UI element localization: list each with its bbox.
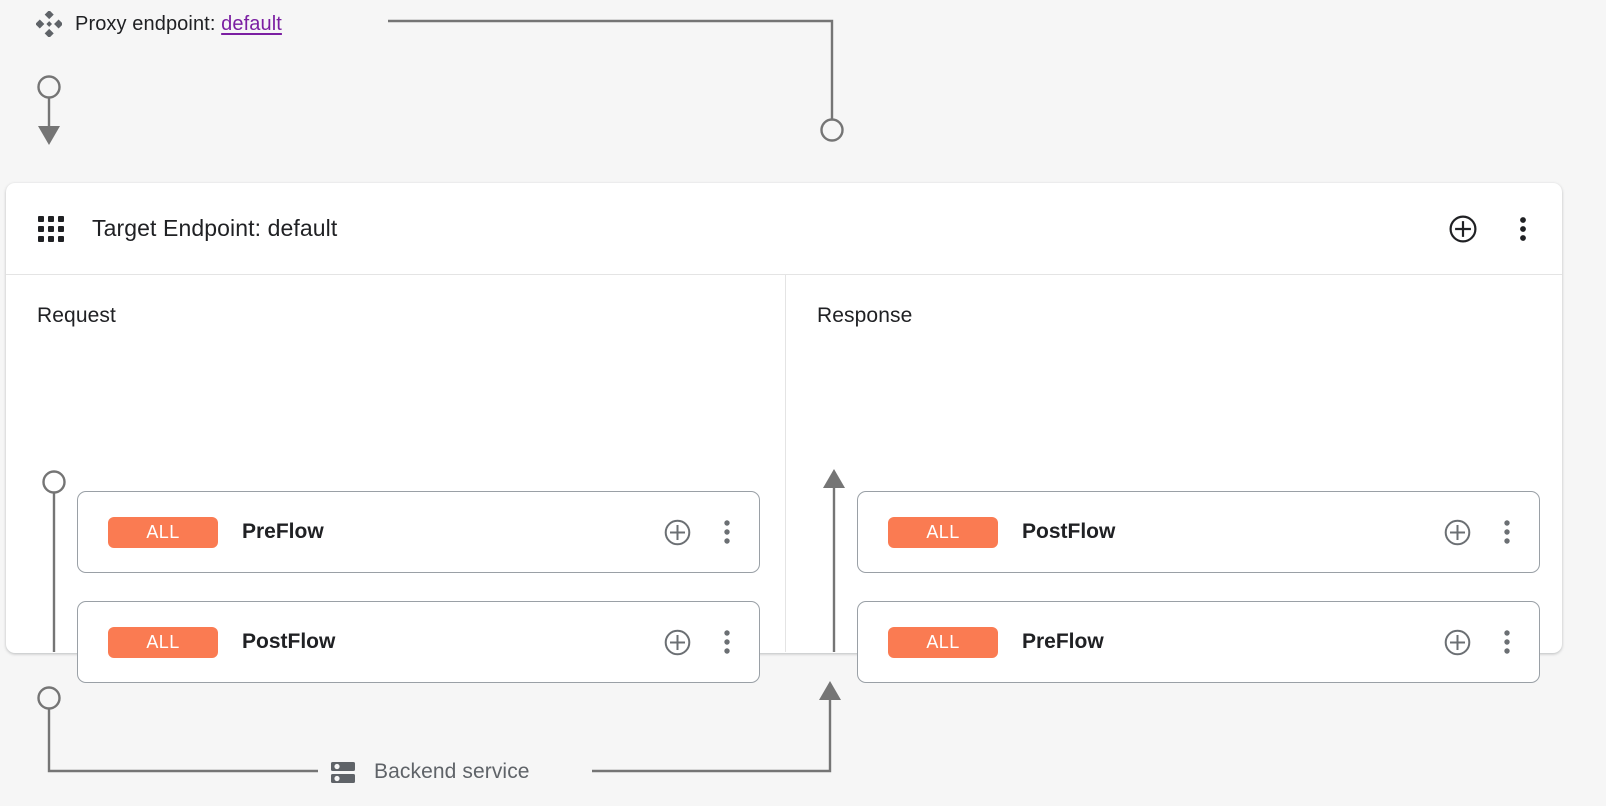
request-column-label: Request [37, 304, 116, 327]
flow-name: PostFlow [1022, 520, 1116, 543]
status-badge: ALL [108, 626, 218, 658]
proxy-endpoint-label: Proxy endpoint: [75, 12, 216, 35]
flow-more-options-icon[interactable] [717, 518, 737, 546]
response-column-label: Response [817, 304, 913, 327]
flow-more-options-icon[interactable] [717, 628, 737, 656]
flow-card[interactable]: ALL PostFlow [77, 601, 760, 683]
add-step-icon[interactable] [663, 628, 692, 657]
target-endpoint-header-actions [1448, 214, 1534, 244]
add-step-icon[interactable] [1443, 628, 1472, 657]
proxy-endpoint-icon [35, 10, 64, 38]
flow-card-actions [1443, 518, 1517, 547]
response-flow-list: ALL PostFlow [857, 491, 1540, 683]
status-badge: ALL [888, 626, 998, 658]
flow-card[interactable]: ALL PreFlow [77, 491, 760, 573]
status-badge: ALL [888, 516, 998, 548]
flow-more-options-icon[interactable] [1497, 628, 1517, 656]
flow-card[interactable]: ALL PostFlow [857, 491, 1540, 573]
add-step-icon[interactable] [1443, 518, 1472, 547]
response-flow-arrow [823, 469, 845, 652]
page-title: Target Endpoint: default [92, 215, 338, 241]
proxy-endpoint-link[interactable]: default [221, 12, 282, 35]
proxy-endpoint-header: Proxy endpoint: default [35, 8, 282, 40]
target-endpoint-header: Target Endpoint: default [6, 183, 1562, 275]
flow-name: PreFlow [242, 520, 324, 543]
flow-card-actions [663, 518, 737, 547]
apps-grid-icon [37, 215, 65, 243]
target-endpoint-panel: Target Endpoint: default [6, 183, 1562, 683]
add-icon[interactable] [1448, 214, 1478, 244]
more-options-icon[interactable] [1512, 214, 1534, 244]
request-flow-arrow [42, 470, 66, 652]
flow-card-actions [663, 628, 737, 657]
proxy-endpoint-title: Proxy endpoint: default [75, 13, 282, 36]
flow-card[interactable]: ALL PreFlow [857, 601, 1540, 683]
flow-more-options-icon[interactable] [1497, 518, 1517, 546]
flow-name: PostFlow [242, 630, 336, 653]
flow-columns: Request ALL PreFlow [6, 275, 1562, 683]
response-column: Response ALL PostFlow [786, 275, 1562, 683]
status-badge: ALL [108, 516, 218, 548]
request-column: Request ALL PreFlow [6, 275, 786, 683]
backend-service-node[interactable]: Backend service [318, 750, 540, 794]
backend-service-label: Backend service [374, 760, 530, 783]
server-icon [328, 757, 358, 787]
request-flow-list: ALL PreFlow [77, 491, 760, 683]
flow-name: PreFlow [1022, 630, 1104, 653]
add-step-icon[interactable] [663, 518, 692, 547]
flow-card-actions [1443, 628, 1517, 657]
